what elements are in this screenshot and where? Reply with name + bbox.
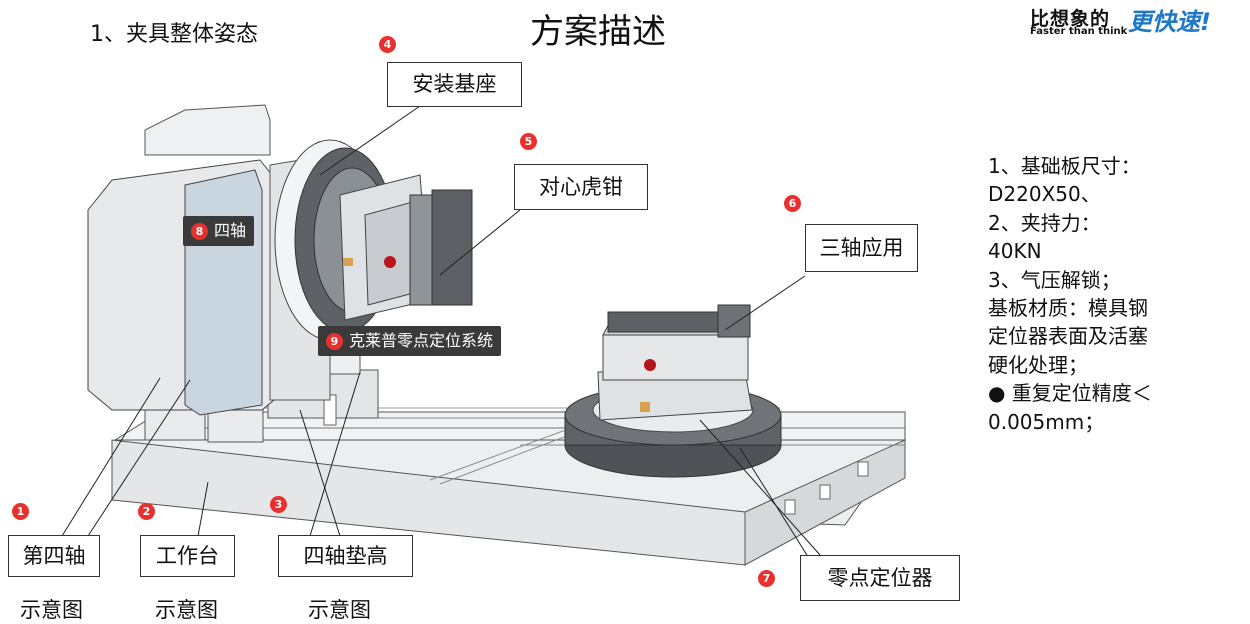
hotspot-badge-9: 9 xyxy=(326,333,343,350)
callout-badge-3: 3 xyxy=(270,496,287,513)
spec-list: 1、基础板尺寸： D220X50、 2、夹持力： 40KN 3、气压解锁； 基板… xyxy=(988,152,1238,436)
spec-line: 1、基础板尺寸： xyxy=(988,154,1141,178)
spec-line: 硬化处理； xyxy=(988,352,1088,377)
logo-text-en: Faster than think xyxy=(1030,26,1128,37)
hotspot-fourth-axis[interactable]: 8 四轴 xyxy=(183,216,255,246)
spec-line: ● 重复定位精度＜ xyxy=(988,381,1152,406)
hotspot-label: 四轴 xyxy=(214,221,247,240)
callout-badge-7: 7 xyxy=(758,570,775,587)
caption-fourth-axis-riser: 示意图 xyxy=(308,598,371,622)
callout-badge-1: 1 xyxy=(12,503,29,520)
spec-line: 40KN xyxy=(988,239,1042,264)
caption-fourth-axis: 示意图 xyxy=(20,598,83,622)
hotspot-label: 克莱普零点定位系统 xyxy=(349,331,494,350)
fourth-axis-drawing xyxy=(87,104,473,416)
callout-fourth-axis: 第四轴 xyxy=(8,535,100,577)
callout-mounting-base: 安装基座 xyxy=(387,62,522,107)
spec-line: 基板材质：模具钢 xyxy=(988,296,1148,321)
spec-line: 定位器表面及活塞 xyxy=(988,324,1148,349)
callout-zero-point-locator: 零点定位器 xyxy=(800,555,960,601)
callout-worktable: 工作台 xyxy=(140,535,235,577)
brand-logo: 比想象的 更快速! Faster than think xyxy=(1030,4,1230,44)
hotspot-badge-8: 8 xyxy=(191,223,208,240)
callout-fourth-axis-riser: 四轴垫高 xyxy=(278,535,413,577)
callout-badge-4: 4 xyxy=(379,36,396,53)
callout-badge-6: 6 xyxy=(784,195,801,212)
spec-line: D220X50、 xyxy=(988,182,1101,207)
callout-three-axis-application: 三轴应用 xyxy=(805,224,918,272)
logo-text-cn1: 比想象的 xyxy=(1030,8,1111,30)
callout-centering-vise: 对心虎钳 xyxy=(514,164,648,210)
three-axis-fixture-drawing xyxy=(564,304,782,478)
hotspot-zero-point-system[interactable]: 9 克莱普零点定位系统 xyxy=(318,326,502,356)
logo-text-cn2: 更快速! xyxy=(1128,8,1211,36)
section-title: 1、夹具整体姿态 xyxy=(90,22,258,47)
spec-line: 2、夹持力： xyxy=(988,210,1101,235)
callout-badge-2: 2 xyxy=(138,503,155,520)
spec-line: 0.005mm； xyxy=(988,409,1105,434)
leader-lines xyxy=(61,105,821,561)
page-title: 方案描述 xyxy=(530,12,666,52)
spec-line: 3、气压解锁； xyxy=(988,267,1121,292)
callout-badge-5: 5 xyxy=(520,133,537,150)
caption-worktable: 示意图 xyxy=(155,598,218,622)
